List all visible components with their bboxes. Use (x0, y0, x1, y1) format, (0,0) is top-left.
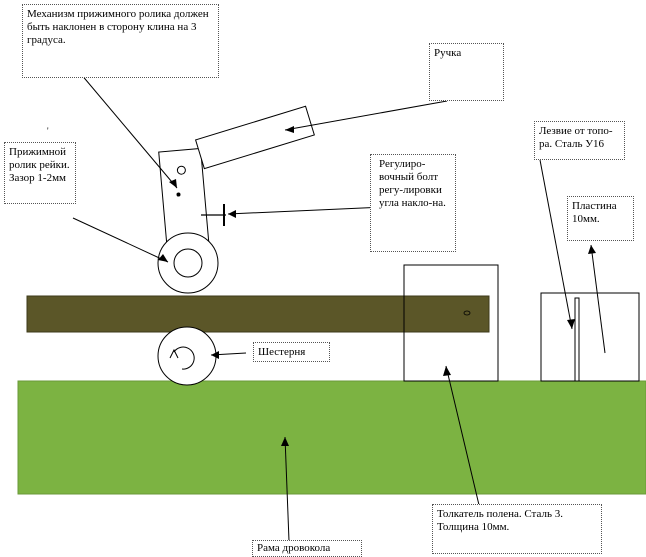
callout-adjust-bolt: Регулиро-вочный болт регу-лировки угла н… (370, 154, 456, 252)
arrowheads (158, 126, 596, 446)
gear (157, 326, 217, 386)
callout-axe-blade: Лезвие от топо-ра. Сталь У16 (534, 121, 625, 160)
bracket-hole-small (176, 192, 181, 197)
rack-hole (463, 310, 471, 316)
frame-base (17, 380, 646, 495)
wedge-block (540, 292, 640, 382)
pusher-block (403, 264, 499, 382)
callout-pressure-roller: Прижимной ролик рейки. Зазор 1-2мм (4, 142, 76, 204)
marker-left: ' (47, 126, 49, 136)
rack-bar (26, 295, 490, 333)
callout-mechanism-note: Механизм прижимного ролика должен быть н… (22, 4, 219, 78)
gear-rotation-arrow (173, 346, 195, 370)
callout-gear: Шестерня (253, 342, 330, 362)
handle-shape (194, 105, 315, 170)
callout-frame: Рама дровокола (252, 540, 362, 557)
bracket-hole (176, 165, 186, 175)
callout-plate: Пластина 10мм. (567, 196, 634, 241)
axe-blade-shape (574, 297, 580, 382)
pressure-roller-hub (173, 248, 203, 278)
callout-handle: Ручка (429, 43, 504, 101)
leader-lines (72, 66, 606, 542)
callout-pusher: Толкатель полена. Сталь 3. Толщина 10мм. (432, 504, 602, 554)
